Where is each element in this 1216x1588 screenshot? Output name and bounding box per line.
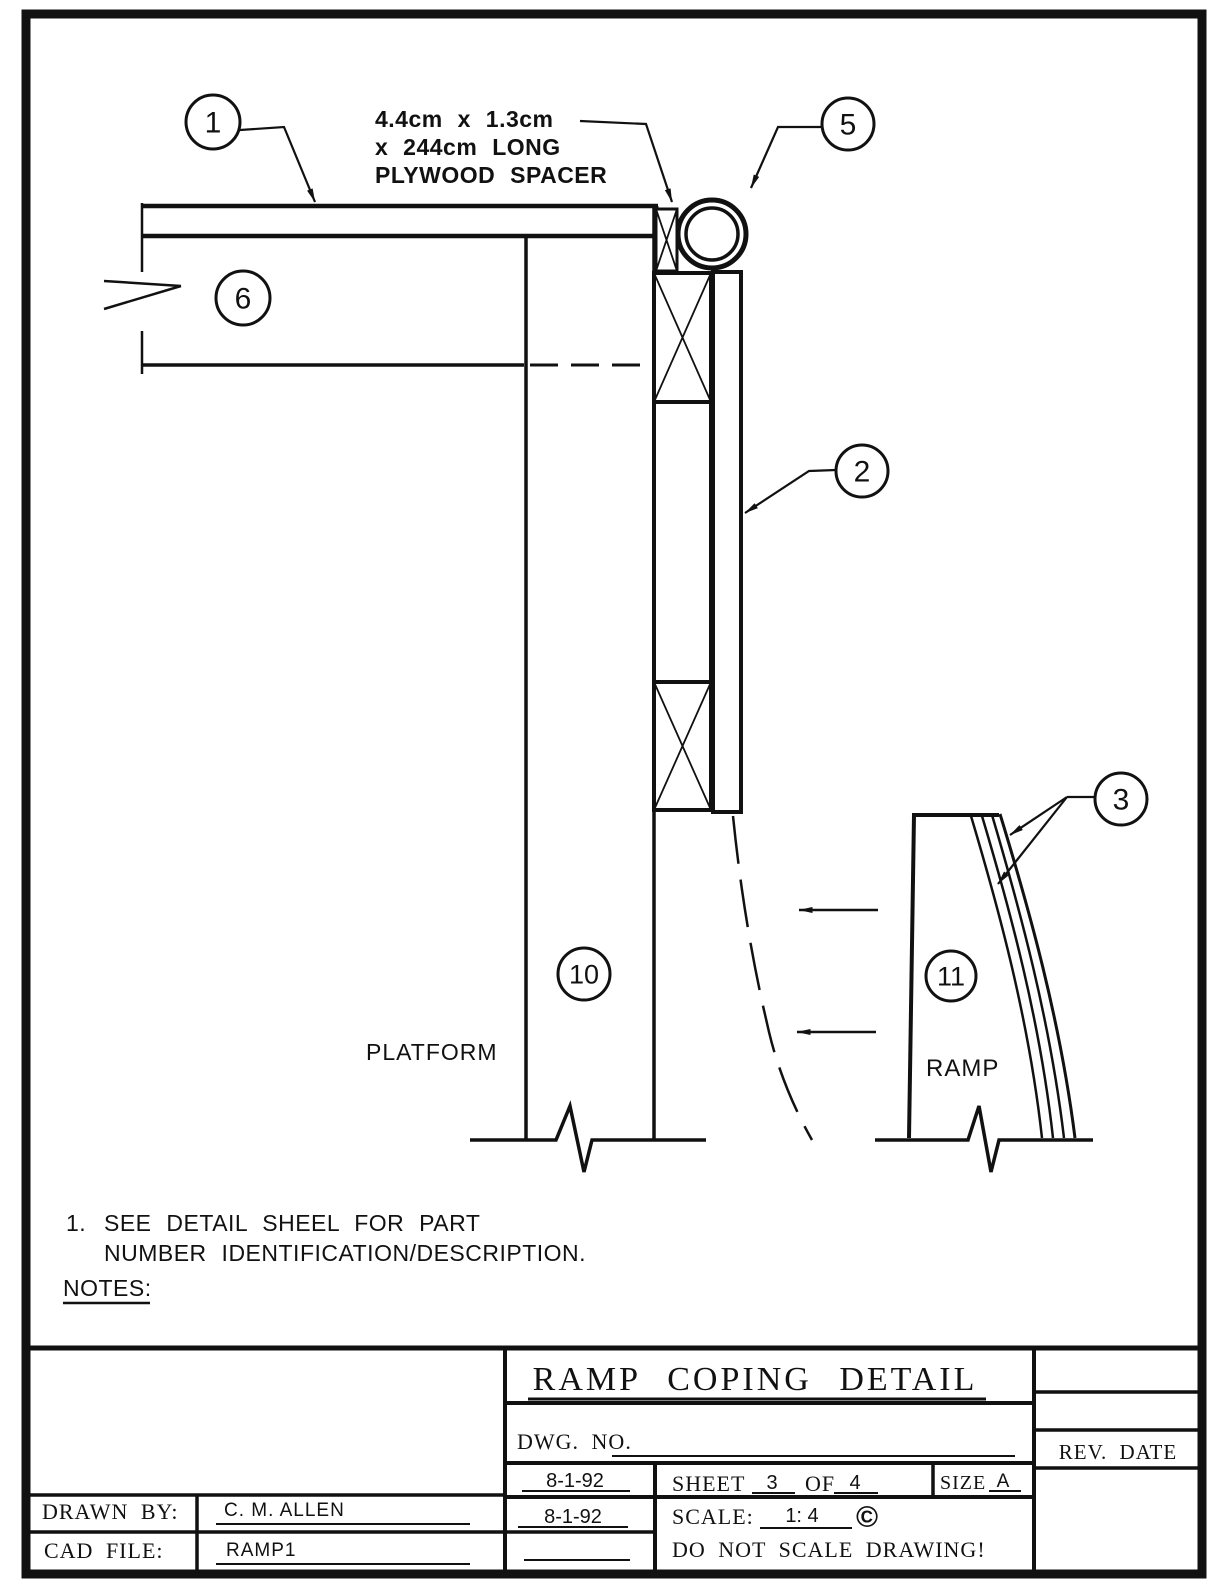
spacer-note-line1: 4.4cm x 1.3cm [375,106,554,132]
callout-number-6: 6 [235,283,252,316]
ramp-label: RAMP [926,1055,999,1082]
callout-number-3: 3 [1113,784,1130,817]
leader-callout-5 [749,125,822,189]
transition-hidden-curve [731,815,814,1141]
spacer-note: 4.4cm x 1.3cm x 244cm LONG PLYWOOD SPACE… [375,106,607,188]
sheet-of-label: OF [805,1471,835,1496]
drawn-by-label: DRAWN BY: [42,1499,179,1524]
platform-deck [142,203,659,367]
coping-pipe [675,197,749,271]
coping-plate [711,270,743,814]
callout-number-1: 1 [205,107,222,140]
note-item-line1: SEE DETAIL SHEEL FOR PART [104,1210,480,1236]
rev-date-label: REV. DATE [1059,1440,1177,1464]
do-not-scale-note: DO NOT SCALE DRAWING! [672,1537,986,1562]
scale-label: SCALE: [672,1504,754,1529]
leader-lines [239,119,1095,885]
callout-numbers: 1 5 6 2 3 10 11 [205,107,1130,992]
coping-backing-blocks [652,270,743,814]
size-label: SIZE [940,1472,986,1494]
notes-block: 1. SEE DETAIL SHEEL FOR PART NUMBER IDEN… [63,1210,586,1305]
size-value: A [997,1471,1010,1492]
note-item-number: 1. [66,1210,86,1236]
date-bottom: 8-1-92 [544,1506,602,1528]
title-block-grid [26,1345,1202,1574]
platform-ground-break-line [470,1100,706,1173]
callout-number-11: 11 [937,961,965,991]
sheet-border [21,9,1207,1579]
ramp-section [907,813,1077,1139]
callout-number-5: 5 [840,109,857,142]
scale-value: 1: 4 [785,1505,818,1527]
leader-callout-3b [997,796,1068,885]
callout-number-10: 10 [569,959,599,989]
spacer-note-line2: x 244cm LONG [375,134,561,160]
leader-spacer-note [579,119,674,203]
platform-label: PLATFORM [366,1039,498,1065]
deck-break-symbol [103,203,182,374]
cad-file-value: RAMP1 [226,1540,296,1561]
sheet-total: 4 [849,1472,860,1494]
dwg-no-label: DWG. NO. [517,1429,632,1454]
drawn-by-value: C. M. ALLEN [224,1500,345,1521]
approval-stamp-icon: © [856,1501,878,1534]
sheet-label: SHEET [672,1471,745,1496]
callout-balloons [184,93,1149,1003]
callout-balloon-10 [556,946,612,1002]
date-top: 8-1-92 [546,1470,604,1492]
ramp-ground-break-line [875,1105,1093,1173]
callout-balloon-2 [834,443,890,499]
cad-file-label: CAD FILE: [44,1538,164,1563]
callout-balloon-11 [924,949,978,1003]
drawing-title: RAMP COPING DETAIL [533,1361,978,1398]
sheet-number: 3 [766,1472,777,1494]
callout-number-2: 2 [854,456,871,489]
callout-balloon-1 [184,93,242,151]
callout-balloon-6 [214,269,272,327]
callout-balloon-5 [820,96,876,152]
notes-heading: NOTES: [63,1275,152,1301]
plywood-spacer-block [654,207,679,273]
spacer-note-line3: PLYWOOD SPACER [375,162,607,188]
leader-callout-2 [744,468,837,514]
leader-callout-1 [239,125,317,203]
callout-balloon-3 [1093,771,1149,827]
note-item-line2: NUMBER IDENTIFICATION/DESCRIPTION. [104,1240,586,1266]
leader-callout-3a [1009,796,1068,836]
